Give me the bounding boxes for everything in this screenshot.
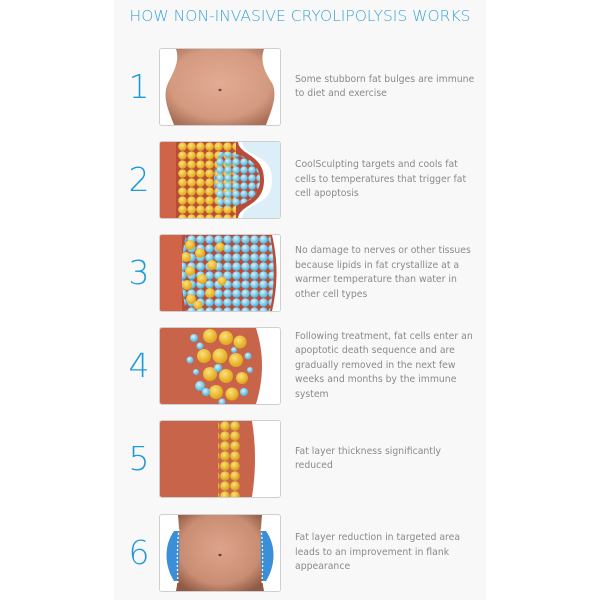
step-4: 4 — [114, 327, 486, 405]
step-image — [159, 514, 281, 592]
step-5: 5 Fat layer thickness significantly redu… — [114, 420, 486, 498]
page-title: HOW NON-INVASIVE CRYOLIPOLYSIS WORKS — [129, 7, 471, 25]
applicator-cooling-fat-cells-icon — [160, 142, 280, 218]
step-1: 1 Some stubborn fat bulges are immune to… — [114, 48, 486, 126]
reduced-fat-layer-icon — [160, 421, 280, 497]
step-image — [159, 48, 281, 126]
step-number: 1 — [128, 67, 150, 106]
step-description: Some stubborn fat bulges are immune to d… — [295, 73, 475, 100]
step-description: Fat layer reduction in targeted area lea… — [295, 532, 461, 573]
step-description: CoolSculpting targets and cools fat cell… — [295, 159, 467, 200]
step-number: 4 — [128, 346, 150, 385]
step-number: 5 — [128, 439, 150, 478]
abdomen-after-flank-reduction-icon — [160, 515, 280, 591]
step-image — [159, 327, 281, 405]
step-number: 3 — [128, 253, 150, 292]
step-number: 6 — [128, 533, 150, 572]
step-image — [159, 141, 281, 219]
step-description: Fat layer thickness significantly reduce… — [295, 445, 442, 472]
abdomen-before-icon — [160, 49, 280, 125]
apoptotic-fat-cells-icon — [160, 328, 280, 404]
step-image — [159, 234, 281, 312]
crystallized-lipids-icon — [160, 235, 280, 311]
step-2: 2 — [114, 141, 486, 219]
step-number: 2 — [128, 160, 150, 199]
step-description: Following treatment, fat cells enter an … — [295, 330, 473, 400]
step-description: No damage to nerves or other tissues bec… — [295, 245, 471, 300]
step-6: 6 Fat layer reduction in targeted area l… — [114, 514, 486, 592]
step-3: 3 — [114, 234, 486, 312]
step-image — [159, 420, 281, 498]
